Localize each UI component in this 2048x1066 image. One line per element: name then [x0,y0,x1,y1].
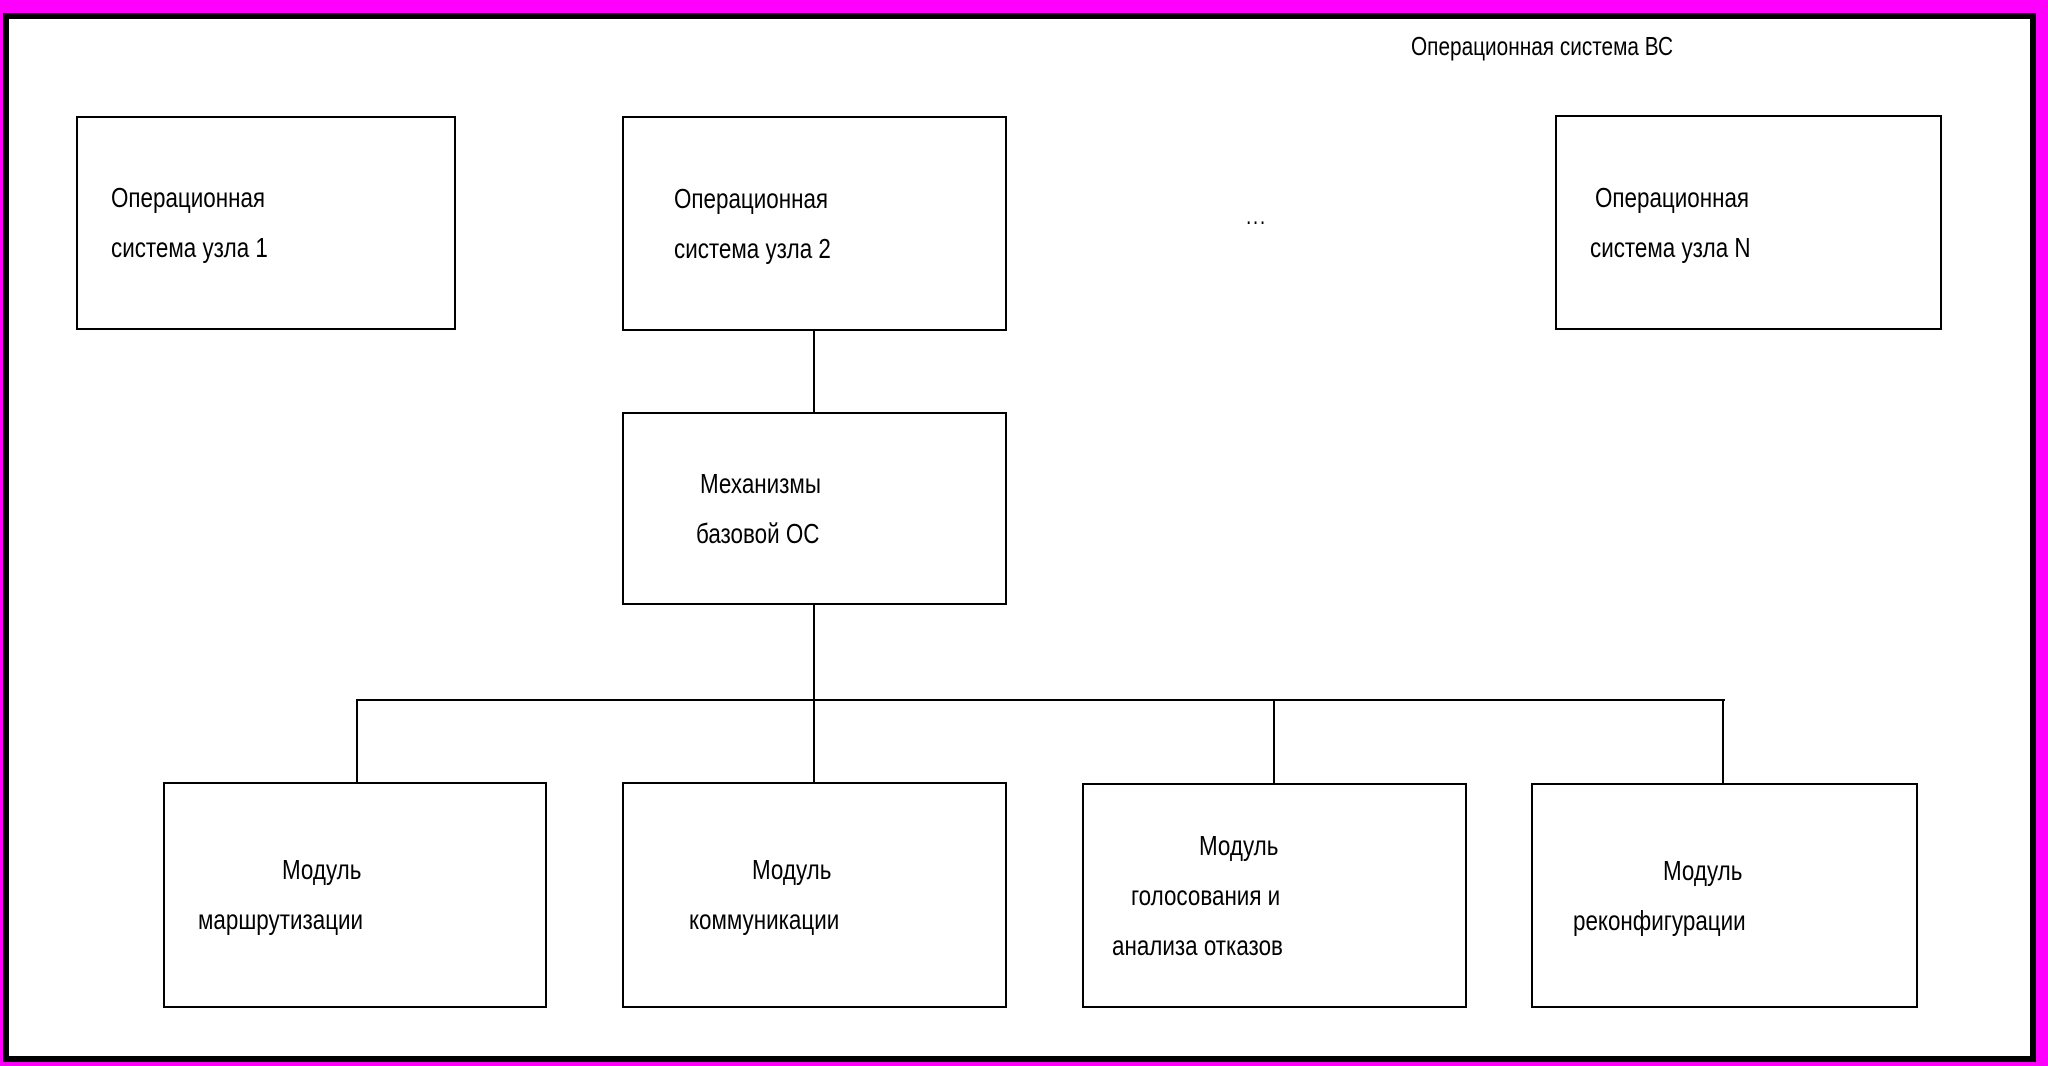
node-routing-module: Модуль маршрутизации [163,782,547,1008]
node-label-line: Модуль [1199,829,1279,861]
diagram-title: Операционная система ВС [1411,31,1673,61]
node-label: Операционная система узла 2 [624,118,1005,329]
node-reconfiguration-module: Модуль реконфигурации [1531,783,1918,1008]
node-label: Операционная система узла N [1557,117,1940,328]
connector-drop-voting [1273,699,1275,784]
node-os-node-n: Операционная система узла N [1555,115,1942,330]
node-label-line: Механизмы [700,467,821,499]
node-label-line: анализа отказов [1112,929,1283,961]
node-os-node-1: Операционная система узла 1 [76,116,456,330]
node-communication-module: Модуль коммуникации [622,782,1007,1008]
node-label: Модуль маршрутизации [165,784,545,1006]
node-label-line: Операционная [1595,181,1750,213]
connector-mechanisms-down [813,604,815,783]
ellipsis-between-nodes: ... [1246,203,1267,230]
node-label-line: коммуникации [689,904,840,935]
node-label-line: голосования и [1131,879,1281,911]
connector-os2-to-mechanisms [813,330,815,413]
node-label-line: Модуль [752,854,832,885]
node-os-node-2: Операционная система узла 2 [622,116,1007,331]
node-label: Модуль реконфигурации [1533,785,1916,1006]
node-label-line: система узла 1 [111,232,268,263]
node-label-line: Операционная [674,182,829,214]
node-label-line: Модуль [1663,854,1743,886]
node-label-line: базовой ОС [696,517,820,549]
node-label-line: Операционная [111,182,266,213]
node-label-line: система узла 2 [674,232,831,264]
node-label: Операционная система узла 1 [78,118,454,328]
connector-horizontal-bus [356,699,1725,701]
node-base-os-mechanisms: Механизмы базовой ОС [622,412,1007,605]
connector-drop-routing [356,699,358,783]
node-label: Механизмы базовой ОС [624,414,1005,603]
node-voting-module: Модуль голосования и анализа отказов [1082,783,1467,1008]
node-label: Модуль коммуникации [624,784,1005,1006]
connector-drop-reconfiguration [1722,699,1724,784]
node-label-line: маршрутизации [198,904,364,935]
node-label: Модуль голосования и анализа отказов [1084,785,1465,1006]
node-label-line: система узла N [1590,231,1751,263]
node-label-line: Модуль [282,854,362,885]
node-label-line: реконфигурации [1573,904,1746,936]
